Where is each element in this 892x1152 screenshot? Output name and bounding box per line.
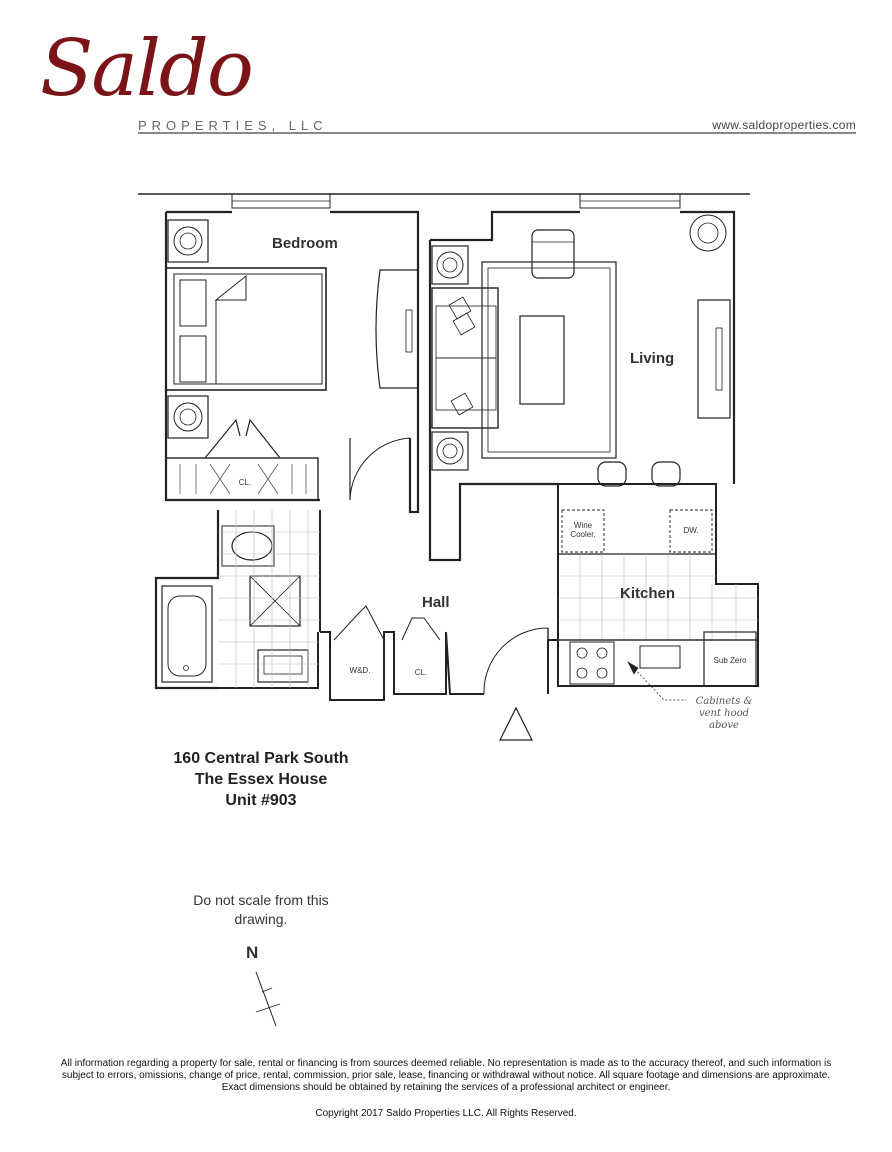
- label-closet-hall: CL.: [414, 668, 428, 677]
- scale-notice: Do not scale from this drawing.: [193, 892, 329, 927]
- disclaimer: All information regarding a property for…: [60, 1058, 832, 1093]
- label-wine-cooler: Wine Cooler.: [570, 521, 596, 540]
- entry-door: [483, 627, 549, 695]
- label-closet-bedroom: CL.: [238, 478, 252, 487]
- address-line-1: 160 Central Park South: [173, 750, 349, 767]
- label-dishwasher: DW.: [683, 526, 699, 535]
- sub-zero-fridge: [703, 631, 757, 687]
- media-console: [697, 299, 731, 419]
- bathtub: [161, 585, 213, 683]
- nightstand-bottom: [167, 395, 209, 439]
- entry-marker: [499, 706, 533, 741]
- vanity-sink: [257, 649, 309, 683]
- label-washer-dryer: W&D.: [349, 666, 371, 675]
- kitchen-counter: [557, 639, 759, 687]
- label-hall: Hall: [422, 594, 450, 611]
- bedroom-dresser: [375, 269, 419, 389]
- header-rule: [138, 132, 856, 134]
- coffee-table: [519, 315, 565, 405]
- hall-closets: [320, 631, 447, 701]
- sofa: [431, 287, 499, 429]
- cooktop: [569, 641, 615, 685]
- logo-wordmark: Saldo: [40, 24, 254, 114]
- note-cabinets: Cabinets & vent hood above: [695, 696, 753, 731]
- dishwasher: [669, 509, 713, 553]
- label-living: Living: [630, 350, 675, 367]
- bar-stool-1: [597, 461, 627, 487]
- property-address: 160 Central Park South The Essex House U…: [140, 748, 382, 811]
- armchair: [531, 229, 575, 279]
- compass-needle: [255, 971, 277, 1027]
- compass-north-label: N: [246, 943, 259, 962]
- kitchen-sink: [639, 645, 681, 669]
- wine-cooler: [561, 509, 605, 553]
- label-sub-zero: Sub Zero: [713, 656, 747, 665]
- logo-subtitle: PROPERTIES, LLC: [138, 118, 328, 133]
- label-bedroom: Bedroom: [272, 235, 338, 252]
- bed: [165, 267, 327, 391]
- toilet: [231, 531, 273, 561]
- label-kitchen: Kitchen: [620, 585, 676, 602]
- address-line-3: Unit #903: [225, 792, 297, 809]
- bathroom-wall: [154, 510, 220, 690]
- website-link[interactable]: www.saldoproperties.com: [712, 118, 856, 132]
- bedroom-door: [349, 437, 411, 501]
- bar-stool-2: [651, 461, 681, 487]
- address-line-2: The Essex House: [194, 771, 328, 788]
- copyright: Copyright 2017 Saldo Properties LLC. All…: [315, 1108, 577, 1119]
- living-wall: [430, 210, 736, 484]
- nightstand-top: [167, 219, 209, 263]
- bedroom-wall: [166, 210, 420, 514]
- bedroom-closet: [165, 457, 319, 501]
- floor-lamp: [689, 214, 727, 252]
- area-rug: [481, 261, 617, 459]
